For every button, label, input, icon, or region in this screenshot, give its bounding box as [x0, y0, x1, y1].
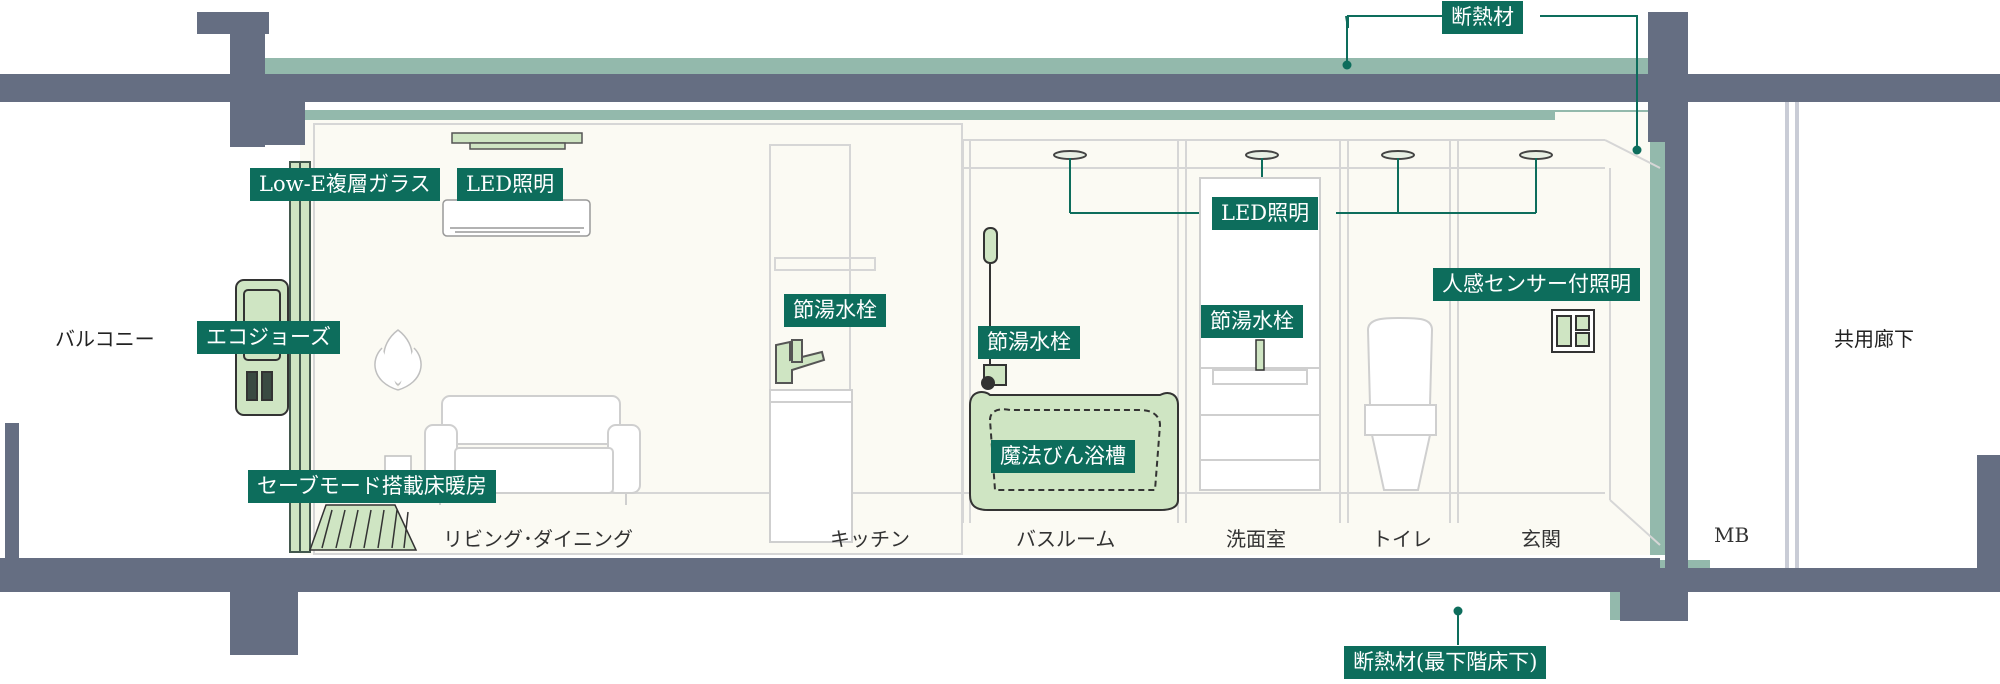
room-bathroom: バスルーム [1016, 527, 1116, 551]
floor-heating-panel [308, 504, 418, 551]
room-washroom: 洗面室 [1226, 527, 1286, 551]
sensor-light-label: 人感センサー付照明 [1433, 268, 1640, 301]
balcony-label: バルコニー [55, 327, 155, 351]
room-kitchen: キッチン [830, 527, 910, 551]
toilet-fixture [1364, 316, 1437, 491]
kitchen-faucet [775, 339, 826, 384]
bathtub-label: 魔法びん浴槽 [991, 440, 1135, 473]
faucet-kitchen-label: 節湯水栓 [784, 294, 886, 327]
structure-walls [0, 12, 2000, 655]
downlights [1053, 150, 1553, 160]
leader-lines [1069, 15, 1638, 645]
vanity-faucet [1255, 339, 1265, 371]
low-e-glass-label: Low-E複層ガラス [250, 168, 440, 201]
faucet-bath-label: 節湯水栓 [978, 326, 1080, 359]
air-conditioner [442, 199, 591, 237]
corridor-label: 共用廊下 [1834, 327, 1914, 351]
plant-decoration [374, 329, 422, 487]
room-mb: MB [1714, 523, 1750, 547]
ceiling-light-living [451, 132, 583, 150]
room-toilet: トイレ [1372, 527, 1432, 551]
sensor-switch-panel [1551, 309, 1595, 353]
faucet-wash-label: 節湯水栓 [1201, 305, 1303, 338]
kitchen-counter [769, 389, 853, 543]
leader-dots [1342, 60, 1642, 616]
led-rooms-label: LED照明 [1212, 197, 1319, 230]
room-entrance: 玄関 [1521, 527, 1561, 551]
floor-heating-label: セーブモード搭載床暖房 [248, 470, 496, 503]
led-living-label: LED照明 [457, 168, 564, 201]
insulation-top-label: 断熱材 [1442, 1, 1523, 34]
insulation-bottom-label: 断熱材(最下階床下) [1344, 646, 1547, 679]
ecojozu-label: エコジョーズ [197, 321, 340, 354]
room-living-dining: リビング･ダイニング [443, 527, 633, 551]
